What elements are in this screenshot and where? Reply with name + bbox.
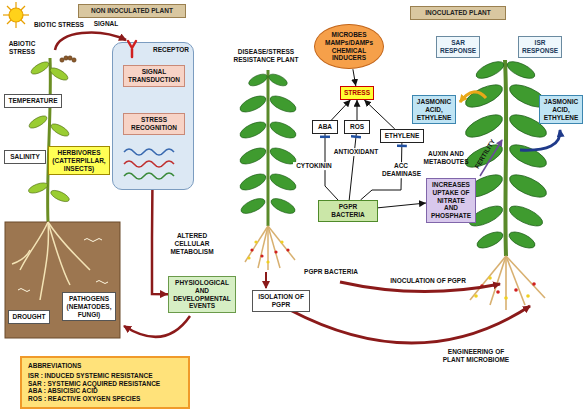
node-title: JASMONIC ACID, ETHYLENE xyxy=(416,98,452,121)
node-text: SAR : SYSTEMIC ACQUIRED RESISTANCE xyxy=(28,380,182,388)
hormone-box: ABA xyxy=(312,120,338,134)
resistant-plant xyxy=(238,70,298,270)
title-banner: INOCULATED PLANT xyxy=(410,6,506,20)
node-title: PGPR BACTERIA xyxy=(322,203,374,219)
stress-box: DROUGHT xyxy=(8,310,50,324)
sun xyxy=(3,2,29,28)
annotation-label: AUXIN AND METABOUTES xyxy=(422,150,470,166)
annotation-label: ALTERED CELLULAR METABOLISM xyxy=(160,232,224,255)
process-box: INCREASES UPTAKE OF NITRATE AND PHOSPHAT… xyxy=(426,178,476,223)
stressed-plant xyxy=(27,56,76,222)
stress-box: TEMPERATURE xyxy=(4,94,62,108)
title-banner: NON INOCULATED PLANT xyxy=(78,4,186,18)
cell-box: RECEPTOR SIGNAL TRANSDUCTION STRESS RECOGN… xyxy=(112,42,194,190)
node-title: HERBIVORES (CATTERPILLAR, INSECTS) xyxy=(52,149,106,172)
stress-box: PATHOGENS (NEMATODES, FUNGI) xyxy=(62,292,116,321)
node-title: SALINITY xyxy=(8,153,42,161)
hormone-box: ETHYLENE xyxy=(380,129,424,143)
stress-box: HERBIVORES (CATTERPILLAR, INSECTS) xyxy=(48,146,110,175)
connector xyxy=(152,190,168,294)
bacteria-box: PGPR BACTERIA xyxy=(318,200,378,222)
node-title: ABA xyxy=(316,123,334,131)
node-title: STRESS RECOGNITION xyxy=(127,116,181,132)
annotation-label: ENGINEERING OF PLANT MICROBIOME xyxy=(440,348,512,364)
node-title: PATHOGENS (NEMATODES, FUNGI) xyxy=(66,295,112,318)
process-box: PHYSIOLOGICAL AND DEVELOPMENTAL EVENTS xyxy=(168,276,236,313)
connector xyxy=(332,100,351,120)
connector xyxy=(353,69,356,86)
node-title: PHYSIOLOGICAL AND DEVELOPMENTAL EVENTS xyxy=(172,279,232,310)
node-title: SIGNAL TRANSDUCTION xyxy=(127,68,181,84)
stress-box: STRESS xyxy=(340,86,374,100)
node-title: TEMPERATURE xyxy=(8,97,58,105)
connector xyxy=(378,203,426,208)
node-title: SAR RESPONSE xyxy=(440,39,476,55)
process-arrows xyxy=(55,33,560,343)
cloud-shape: MICROBES MAMPs/DAMPs CHEMICAL INDUCERS xyxy=(314,24,384,69)
process-box: ISOLATION OF PGPR xyxy=(252,290,310,312)
node-title: ROS xyxy=(348,123,366,131)
annotation-label: BIOTIC STRESS xyxy=(30,21,88,29)
node-text: ABA : ABSICISIC ACID xyxy=(28,387,182,395)
node-title: ETHYLENE xyxy=(384,132,420,140)
node-title: JASMONIC ACID, ETHYLENE xyxy=(543,98,579,121)
node-title: MICROBES MAMPs/DAMPs CHEMICAL INDUCERS xyxy=(323,31,375,62)
annotation-label: ABIOTIC STRESS xyxy=(3,40,41,56)
stress-box: SALINITY xyxy=(4,150,46,164)
connector xyxy=(349,134,356,200)
annotation-label: SIGNAL xyxy=(90,20,122,28)
node-title: INCREASES UPTAKE OF NITRATE AND PHOSPHAT… xyxy=(430,181,472,220)
soil xyxy=(5,222,120,338)
response-box: SAR RESPONSE xyxy=(436,36,480,58)
edge-label: ACC DEAMINASE xyxy=(381,162,421,178)
node-title: ISOLATION OF PGPR xyxy=(256,293,306,309)
annotation-label: DISEASE/STRESS RESISTANCE PLANT xyxy=(226,48,306,64)
response-box: ISR RESPONSE xyxy=(518,36,562,58)
node-title: RECEPTOR xyxy=(117,46,189,54)
connector xyxy=(357,100,358,120)
node-title: ISR RESPONSE xyxy=(522,39,558,55)
hormone-box: JASMONIC ACID, ETHYLENE xyxy=(412,95,456,124)
node-title: ABBREVIATIONS xyxy=(28,362,182,370)
node-text: ROS : REACTIVE OXYGEN SPECIES xyxy=(28,395,182,403)
node-text: ISR : INDUCED SYSTEMIC RESISTANCE xyxy=(28,372,182,380)
edge-label: CYTOKININ xyxy=(293,162,335,170)
process-box: STRESS RECOGNITION xyxy=(123,113,185,135)
abbreviation-box: ABBREVIATIONS ISR : INDUCED SYSTEMIC RESI… xyxy=(20,356,190,409)
edge-label: ANTIOXIDANT xyxy=(331,148,381,156)
annotation-label: INOCULATION OF PGPR xyxy=(386,277,470,285)
process-box: SIGNAL TRANSDUCTION xyxy=(123,65,185,87)
annotation-label: PGPR BACTERIA xyxy=(300,268,362,276)
node-title: NON INOCULATED PLANT xyxy=(82,7,182,15)
node-title: DROUGHT xyxy=(12,313,46,321)
node-title: STRESS xyxy=(344,89,370,97)
node-title: INOCULATED PLANT xyxy=(414,9,502,17)
hormone-box: ROS xyxy=(344,120,370,134)
hormone-box: JASMONIC ACID, ETHYLENE xyxy=(539,95,583,124)
